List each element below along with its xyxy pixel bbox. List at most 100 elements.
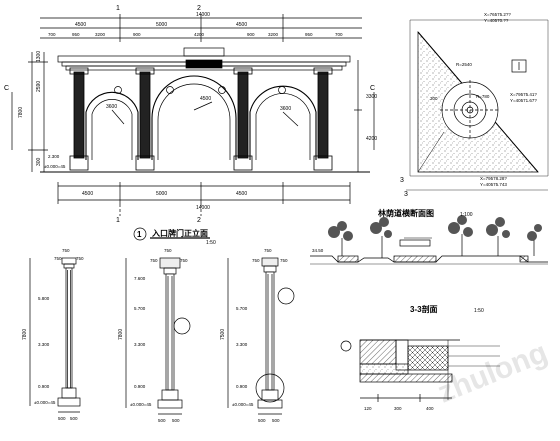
col2-top: 750 — [164, 248, 172, 253]
top-detail-8: 950 — [305, 32, 313, 37]
coord-4: Y=40571.67? — [510, 98, 537, 103]
plan-radius-3: 300 — [430, 96, 438, 101]
grid-label-top-1: 1 — [116, 5, 120, 12]
bottom-seg-2: 5000 — [156, 191, 167, 197]
bottom-total: 14000 — [196, 205, 210, 211]
coord-6: Y=40575.743 — [480, 182, 507, 187]
arch-radius-3: 3600 — [280, 106, 291, 112]
caption-title: 入口牌门正立面 — [151, 228, 208, 238]
column-2-labels: 750 750 750 7800 7.600 5.700 3.300 0.900… — [118, 248, 188, 423]
caption-scale: 1:50 — [206, 240, 216, 246]
col2-sub-a: 750 — [150, 258, 158, 263]
caption-number: 1 — [137, 230, 142, 239]
plan-axis-2: 3 — [404, 191, 408, 198]
col2-height: 7800 — [118, 329, 124, 340]
coord-5: X=79578.28? — [480, 176, 507, 181]
left-dim-4: 300 — [36, 157, 42, 166]
bottom-seg-1: 4500 — [82, 191, 93, 197]
col3-top: 750 — [264, 248, 272, 253]
detail-scale: 1:50 — [474, 308, 484, 314]
column-1-labels: 750 750 750 7800 5.800 3.300 0.900 ±0.00… — [22, 248, 84, 421]
col1-level-1: 5.800 — [38, 296, 50, 301]
grid-label-top-2: 2 — [197, 5, 201, 12]
col2-level-3: 3.300 — [134, 342, 146, 347]
grid-label-bottom-1: 1 — [116, 217, 120, 224]
coord-2: Y=40570.?? — [484, 18, 509, 23]
col2-level-2: 5.700 — [134, 306, 146, 311]
arch-radius-2: 4500 — [200, 96, 211, 102]
col2-level-1: 7.600 — [134, 276, 146, 281]
top-detail-6: 900 — [247, 32, 255, 37]
coord-3: X=79575.41? — [510, 92, 537, 97]
tree-canopy — [328, 215, 542, 241]
road-section-level: 34.50 — [312, 248, 324, 253]
col3-bottom-b: 500 — [272, 418, 280, 423]
left-dim-3: 1300 — [36, 51, 42, 62]
arch-radius-1: 3600 — [106, 104, 117, 110]
col3-level-2: 3.300 — [236, 342, 248, 347]
top-seg-3: 4500 — [236, 22, 247, 28]
column-details — [29, 257, 295, 415]
top-detail-9: 700 — [335, 32, 343, 37]
col1-top: 750 — [62, 248, 70, 253]
top-total-dim: 14000 — [196, 12, 210, 18]
plan-radius-1: R=2540 — [456, 62, 472, 67]
col1-level-2: 3.300 — [38, 342, 50, 347]
col3-sub-a: 750 — [252, 258, 260, 263]
top-detail-7: 3200 — [268, 32, 279, 37]
col3-bottom-a: 500 — [258, 418, 266, 423]
col2-sub-b: 750 — [180, 258, 188, 263]
plan-labels: X=76575.2?? Y=40570.?? X=79575.41? Y=405… — [400, 12, 537, 198]
col1-height: 7800 — [22, 329, 28, 340]
top-detail-2: 950 — [72, 32, 80, 37]
detail-title: 3-3剖面 — [410, 304, 438, 314]
col1-sub-a: 750 — [54, 256, 62, 261]
watermark: zhulong — [433, 336, 552, 410]
col1-base: ±0.000=45 — [34, 400, 56, 405]
plan-axis-1: 3 — [400, 177, 404, 184]
right-dim-2: 4200 — [366, 136, 377, 142]
road-section-title: 林荫道横断面图 — [378, 208, 434, 218]
top-detail-5: 4200 — [194, 32, 205, 37]
coord-1: X=76575.2?? — [484, 12, 511, 17]
section-mark-left: C — [4, 85, 9, 92]
col3-level-3: 0.900 — [236, 384, 248, 389]
col2-level-4: 0.900 — [134, 384, 146, 389]
top-detail-4: 900 — [133, 32, 141, 37]
top-detail-3: 3200 — [95, 32, 106, 37]
grid-label-bottom-2: 2 — [197, 217, 201, 224]
gate-elevation — [11, 14, 375, 241]
col3-sub-b: 750 — [280, 258, 288, 263]
detail-labels: 3-3剖面 1:50 120 300 400 — [364, 304, 484, 411]
col1-sub-b: 750 — [76, 256, 84, 261]
section-mark-right: C — [370, 85, 375, 92]
left-dim-1: 7800 — [18, 107, 24, 118]
corner-plan — [406, 19, 549, 191]
road-section-scale: 1:100 — [460, 212, 473, 218]
col3-base: ±0.000=45 — [232, 402, 254, 407]
col2-base: ±0.000=45 — [130, 402, 152, 407]
detail-dim-3: 400 — [426, 406, 434, 411]
col2-bottom-a: 500 — [158, 418, 166, 423]
detail-dim-2: 300 — [394, 406, 402, 411]
col2-bottom-b: 500 — [172, 418, 180, 423]
detail-dim-1: 120 — [364, 406, 372, 411]
plan-radius-2: R=780 — [476, 94, 490, 99]
col3-height: 7500 — [220, 329, 226, 340]
right-dim-1: 3300 — [366, 94, 377, 100]
section-3-3-detail — [340, 339, 500, 402]
note-level: 2.300 — [48, 154, 60, 159]
col3-level-1: 5.700 — [236, 306, 248, 311]
col1-level-3: 0.900 — [38, 384, 50, 389]
bottom-seg-3: 4500 — [236, 191, 247, 197]
top-detail-1: 700 — [48, 32, 56, 37]
road-section — [310, 215, 548, 265]
col1-bottom-a: 500 — [58, 416, 66, 421]
col1-bottom-b: 500 — [70, 416, 78, 421]
road-section-labels: 林荫道横断面图 1:100 34.50 — [312, 208, 473, 253]
top-seg-2: 5000 — [156, 22, 167, 28]
elevation-labels: 14000 4500 5000 4500 700 950 3200 900 42… — [4, 5, 377, 246]
top-seg-1: 4500 — [75, 22, 86, 28]
